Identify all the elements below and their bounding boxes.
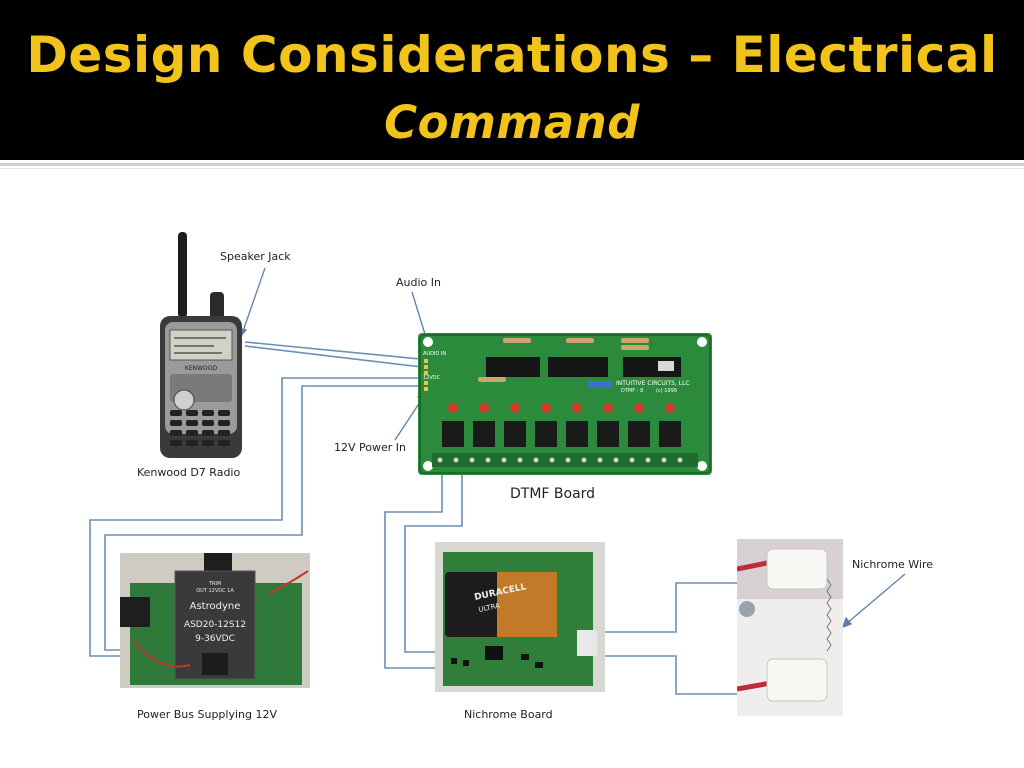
svg-text:OUT 12VDC 1A: OUT 12VDC 1A bbox=[196, 588, 234, 594]
nichrome-board-photo: DURACELL ULTRA bbox=[435, 542, 605, 692]
svg-text:(c) 1999: (c) 1999 bbox=[656, 388, 677, 394]
nichrome-wire-label: Nichrome Wire bbox=[852, 558, 934, 571]
power-wire-1 bbox=[89, 377, 430, 657]
nichrome-wire-arrowhead bbox=[841, 616, 853, 629]
radio-label: Kenwood D7 Radio bbox=[137, 466, 241, 479]
power-wire-2 bbox=[104, 385, 430, 651]
nichrome-wire-pointer bbox=[845, 573, 906, 625]
heater-wire-1 bbox=[596, 582, 745, 633]
relay-wire-2 bbox=[404, 470, 463, 653]
power-in-label: 12V Power In bbox=[334, 441, 406, 454]
audio-in-label: Audio In bbox=[396, 276, 441, 289]
nichrome-wire-photo bbox=[737, 539, 843, 716]
dtmf-board-label: DTMF Board bbox=[510, 486, 596, 502]
svg-text:9-36VDC: 9-36VDC bbox=[195, 634, 235, 644]
power-bus-label: Power Bus Supplying 12V bbox=[137, 708, 278, 721]
svg-text:KENWOOD: KENWOOD bbox=[185, 365, 218, 372]
relay-wire-1 bbox=[384, 470, 443, 669]
header-divider-thin bbox=[0, 168, 1024, 169]
svg-text:AUDIO IN: AUDIO IN bbox=[423, 351, 446, 357]
audio-wire-2 bbox=[244, 345, 431, 369]
svg-text:Astrodyne: Astrodyne bbox=[190, 601, 241, 612]
power-bus-photo: TRIM OUT 12VDC 1A Astrodyne ASD20-12S12 … bbox=[120, 553, 310, 688]
nichrome-board-label: Nichrome Board bbox=[464, 708, 553, 721]
slide-header bbox=[0, 0, 1024, 160]
slide-subtitle: Command bbox=[384, 96, 640, 149]
header-divider bbox=[0, 163, 1024, 166]
speaker-jack-pointer bbox=[241, 267, 266, 335]
svg-text:ASD20-12S12: ASD20-12S12 bbox=[184, 620, 246, 630]
heater-wire-2 bbox=[596, 655, 745, 695]
svg-text:DTMF - 8: DTMF - 8 bbox=[621, 388, 643, 394]
speaker-jack-label: Speaker Jack bbox=[220, 250, 291, 263]
audio-wire-1 bbox=[244, 341, 431, 361]
svg-text:12VDC: 12VDC bbox=[423, 375, 441, 381]
dtmf-board-photo: AUDIO IN 12VDC INTUITIVE CIRCUITS, LLC D… bbox=[418, 333, 712, 475]
svg-text:INTUITIVE CIRCUITS, LLC: INTUITIVE CIRCUITS, LLC bbox=[616, 380, 690, 387]
svg-text:TRIM: TRIM bbox=[208, 581, 221, 587]
slide-title: Design Considerations – Electrical bbox=[26, 26, 998, 84]
kenwood-radio-photo: KENWOOD bbox=[160, 232, 242, 458]
